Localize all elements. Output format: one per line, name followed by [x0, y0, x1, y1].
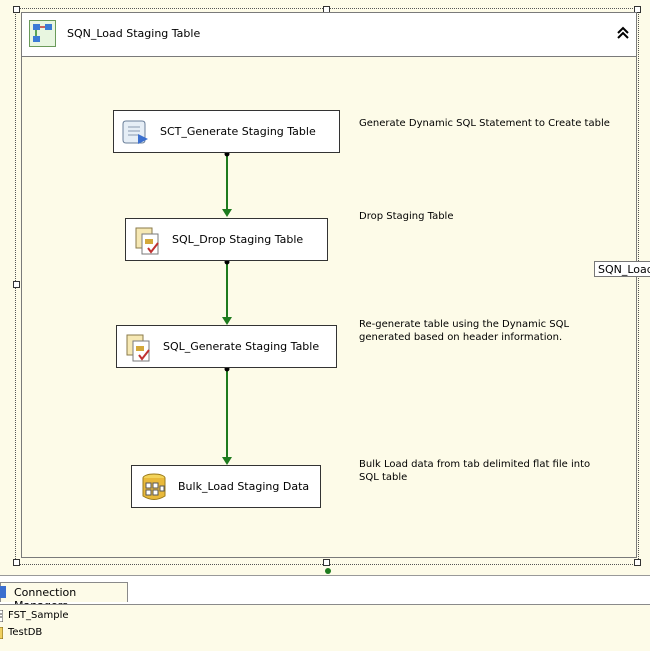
task-label: SQL_Generate Staging Table	[163, 340, 320, 353]
tooltip: SQN_Load	[594, 261, 650, 277]
connection-label: FST_Sample	[8, 610, 69, 621]
task-sct-generate-staging-table[interactable]: SCT_Generate Staging Table	[113, 110, 340, 153]
double-chevron-up-icon[interactable]	[615, 25, 631, 41]
resize-handle[interactable]	[323, 559, 330, 566]
execute-sql-task-icon	[126, 334, 150, 362]
task-annotation: Drop Staging Table	[359, 211, 454, 222]
task-annotation: Generate Dynamic SQL Statement to Create…	[359, 118, 610, 129]
precedence-constraints	[222, 151, 331, 574]
task-bulk-load-staging-data[interactable]: Bulk_Load Staging Data	[131, 465, 321, 508]
connection-manager-icon	[0, 586, 6, 598]
container-header[interactable]: SQN_Load Staging Table	[22, 13, 636, 57]
connection-label: TestDB	[8, 627, 43, 638]
task-annotation: Bulk Load data from tab delimited flat f…	[359, 459, 591, 483]
resize-handle[interactable]	[634, 559, 641, 566]
connection-managers-panel: Connection Managers FST_Sample TestDB	[0, 575, 650, 651]
task-sql-drop-staging-table[interactable]: SQL_Drop Staging Table	[125, 218, 328, 261]
ole-db-connection-icon	[0, 627, 3, 639]
script-task-icon	[122, 120, 148, 144]
sequence-container-icon	[29, 20, 56, 47]
resize-handle[interactable]	[13, 281, 20, 288]
execute-sql-task-icon	[135, 227, 159, 255]
resize-handle[interactable]	[634, 6, 641, 13]
sequence-container[interactable]: SQN_Load Staging Table	[21, 12, 637, 558]
task-sql-generate-staging-table[interactable]: SQL_Generate Staging Table	[116, 325, 337, 368]
connection-list[interactable]: FST_Sample TestDB	[0, 604, 650, 651]
task-label: SQL_Drop Staging Table	[172, 233, 304, 246]
task-label: Bulk_Load Staging Data	[178, 480, 310, 493]
bulk-insert-task-icon	[142, 473, 166, 500]
tab-strip: Connection Managers	[0, 576, 650, 612]
task-label: SCT_Generate Staging Table	[160, 125, 316, 138]
resize-handle[interactable]	[13, 6, 20, 13]
task-annotation: Re-generate table using the Dynamic SQL …	[359, 319, 570, 343]
control-flow-designer[interactable]: SQN_Load Staging Table	[0, 0, 650, 575]
tab-connection-managers[interactable]: Connection Managers	[0, 582, 128, 612]
container-title: SQN_Load Staging Table	[67, 27, 201, 40]
flat-file-connection-icon	[0, 610, 3, 622]
resize-handle[interactable]	[13, 559, 20, 566]
